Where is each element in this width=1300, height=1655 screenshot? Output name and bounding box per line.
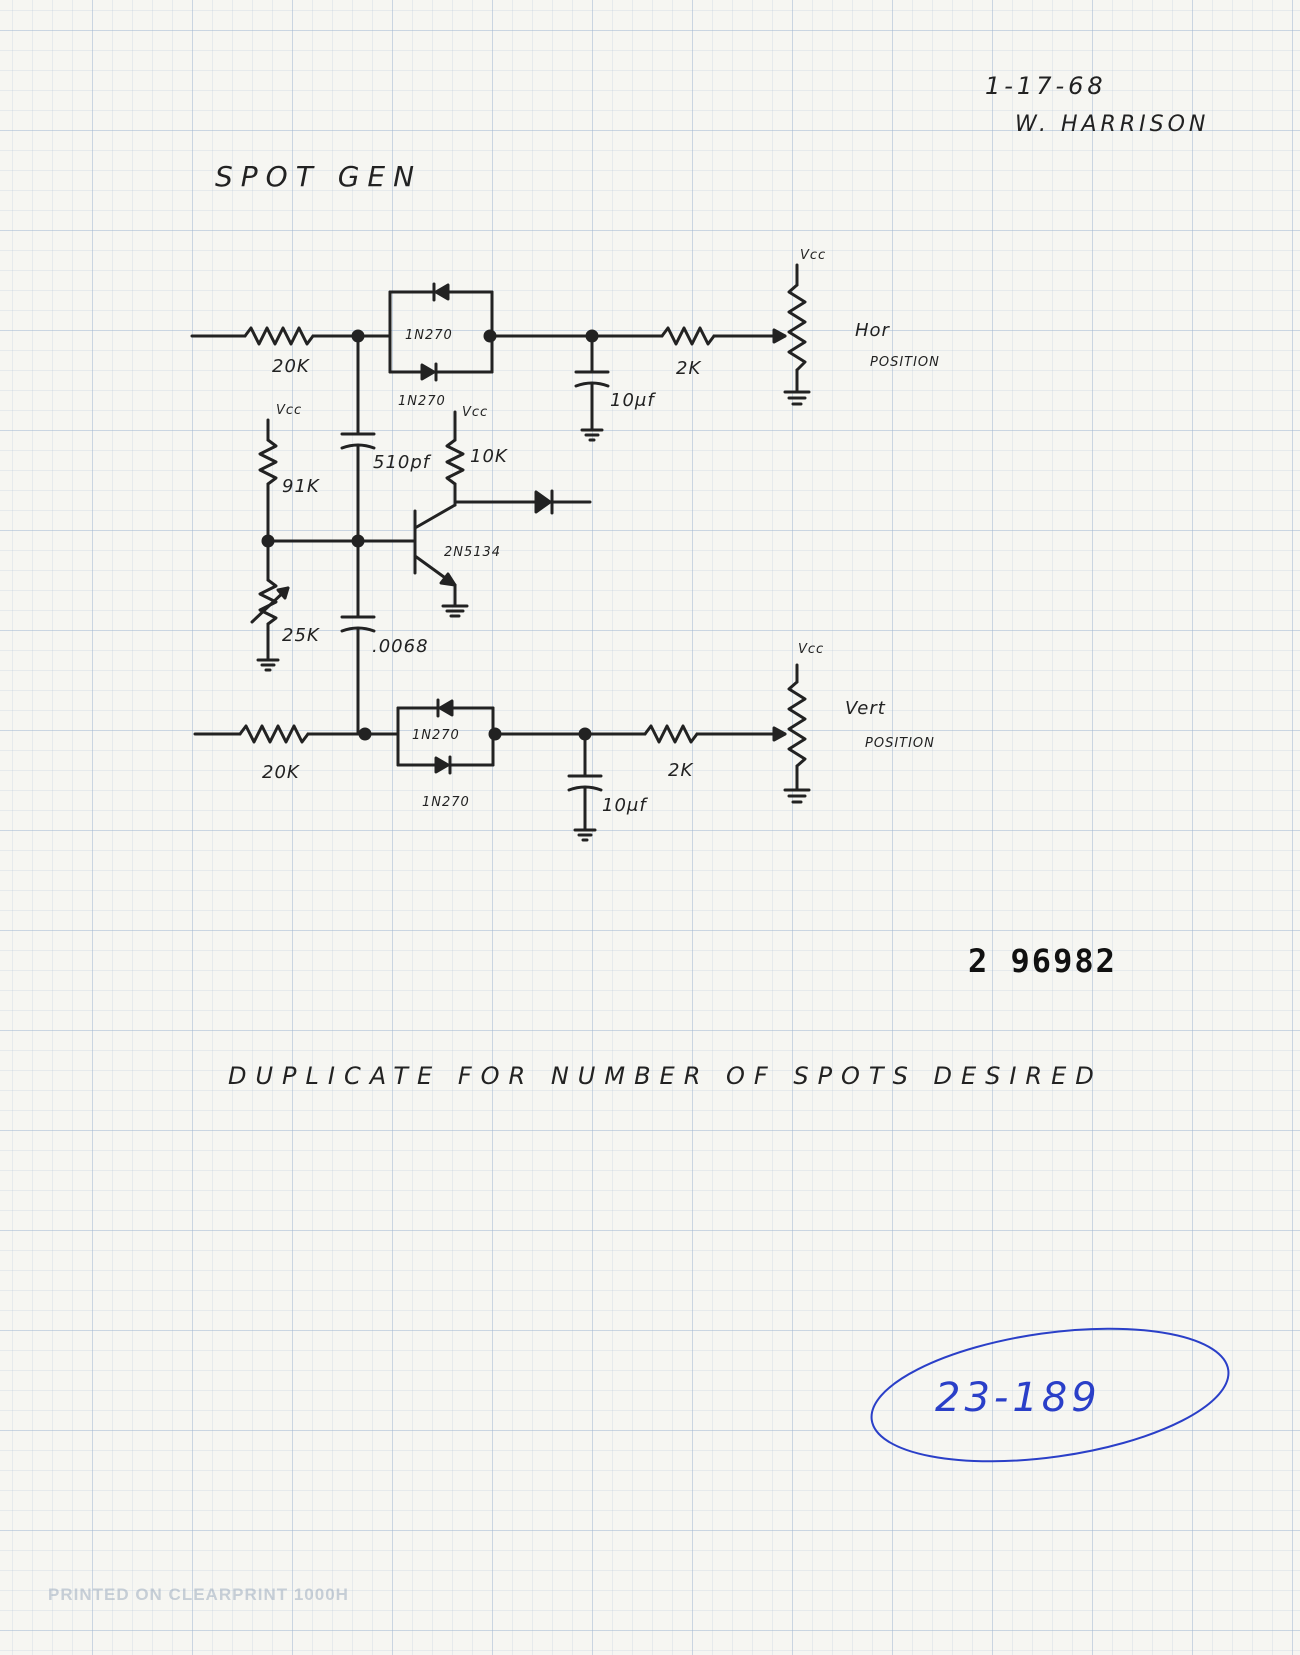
label-2k-bottom: 2K bbox=[668, 760, 694, 781]
resistor-2k-top bbox=[660, 326, 716, 346]
author: W. HARRISON bbox=[1015, 112, 1210, 137]
diode-bottom-upper bbox=[436, 698, 454, 718]
label-vcc-hor: Vcc bbox=[800, 248, 827, 263]
label-20k-bottom: 20K bbox=[262, 762, 300, 783]
label-vert: Vert bbox=[845, 698, 886, 719]
label-91k: 91K bbox=[282, 476, 320, 497]
label-vcc-collector: Vcc bbox=[462, 405, 489, 420]
resistor-10k bbox=[445, 438, 465, 486]
label-20k-top: 20K bbox=[272, 356, 310, 377]
resistor-91k bbox=[258, 438, 278, 486]
label-25k: 25K bbox=[282, 625, 320, 646]
label-10uf-top: 10μf bbox=[610, 390, 655, 411]
label-2n5134: 2N5134 bbox=[444, 545, 502, 560]
resistor-20k-bottom bbox=[238, 724, 310, 744]
duplicate-note: DUPLICATE FOR NUMBER OF SPOTS DESIRED bbox=[228, 1062, 1103, 1090]
diode-top-lower bbox=[420, 362, 438, 382]
label-1n270-bottom-lower: 1N270 bbox=[422, 795, 470, 810]
label-1n270-top-box: 1N270 bbox=[405, 328, 453, 343]
label-vert-position: POSITION bbox=[865, 736, 935, 751]
oscillator bbox=[250, 334, 592, 736]
trim-pot-25k bbox=[258, 578, 278, 626]
label-0068: .0068 bbox=[372, 636, 429, 657]
resistor-2k-bottom bbox=[643, 724, 699, 744]
label-10k: 10K bbox=[470, 446, 508, 467]
diode-bottom-lower bbox=[434, 755, 452, 775]
paper-imprint: PRINTED ON CLEARPRINT 1000H bbox=[48, 1585, 349, 1604]
date: 1-17-68 bbox=[985, 72, 1107, 100]
transistor-2n5134 bbox=[413, 503, 457, 587]
label-vcc-vert: Vcc bbox=[798, 642, 825, 657]
resistor-20k-top bbox=[243, 326, 315, 346]
label-1n270-top-lower: 1N270 bbox=[398, 394, 446, 409]
label-1n270-bottom-box: 1N270 bbox=[412, 728, 460, 743]
bottom-channel bbox=[193, 663, 811, 842]
blue-reference-number: 23-189 bbox=[935, 1375, 1101, 1421]
blue-circle-mark bbox=[870, 1327, 1230, 1463]
page-title: SPOT GEN bbox=[215, 160, 423, 193]
diode-output bbox=[534, 490, 552, 514]
potentiometer-vert bbox=[787, 680, 807, 768]
diode-top-upper bbox=[432, 282, 450, 302]
label-vcc-bias: Vcc bbox=[276, 403, 303, 418]
label-510pf: 510pf bbox=[373, 452, 431, 473]
label-hor: Hor bbox=[855, 320, 890, 341]
serial-stamp: 2 96982 bbox=[968, 942, 1117, 980]
potentiometer-hor bbox=[787, 283, 807, 372]
label-hor-position: POSITION bbox=[870, 355, 940, 370]
label-2k-top: 2K bbox=[676, 358, 702, 379]
label-10uf-bottom: 10μf bbox=[602, 795, 647, 816]
